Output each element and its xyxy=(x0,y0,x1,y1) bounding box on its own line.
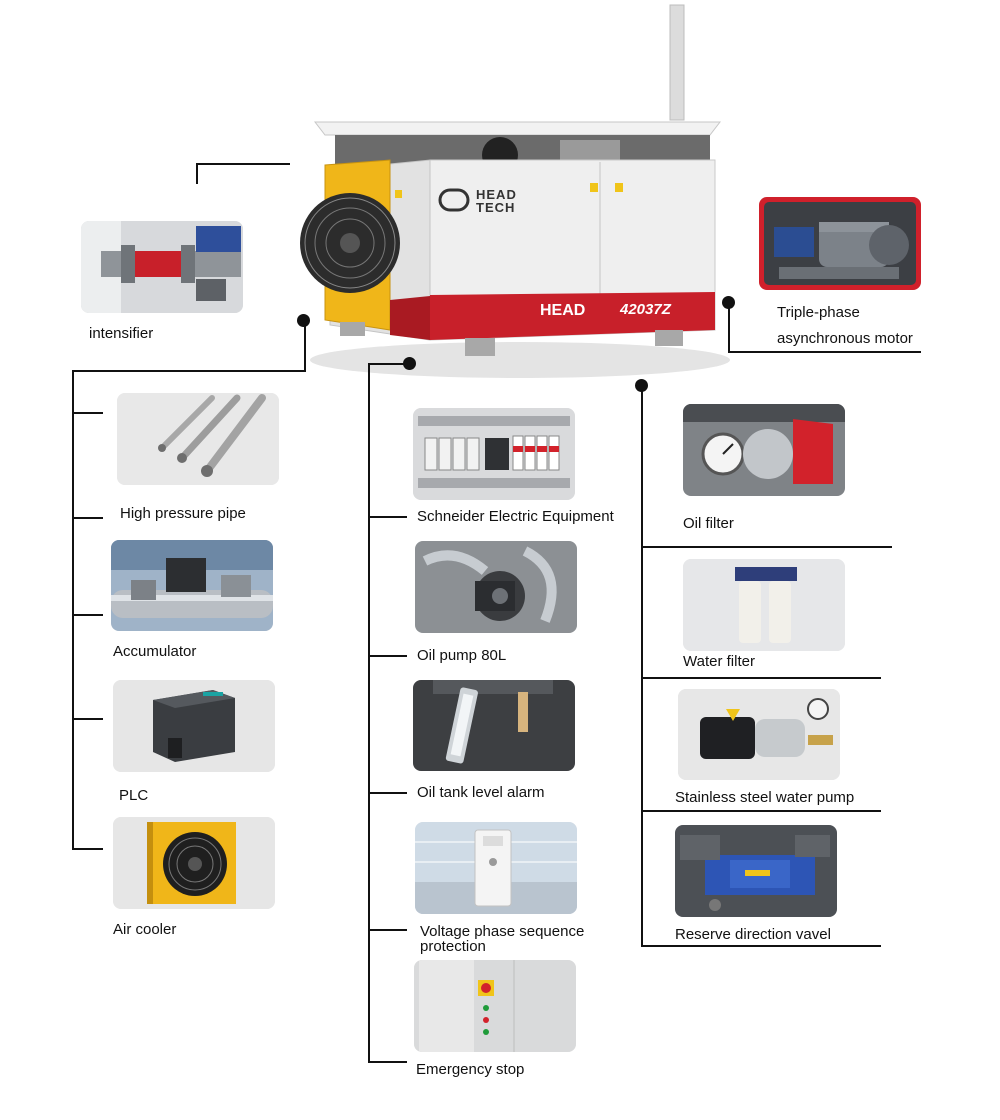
oil-pump-photo xyxy=(415,541,577,633)
accumulator-label: Accumulator xyxy=(113,643,197,660)
water-pump-photo xyxy=(678,689,840,780)
motor-label-line1: Triple-phase xyxy=(777,304,860,321)
plc-label: PLC xyxy=(119,787,149,804)
high-pressure-pipe-label: High pressure pipe xyxy=(120,505,246,522)
waterjet-pump-machine: HEAD TECH HEAD 42037Z xyxy=(290,0,740,380)
emergency-stop-label: Emergency stop xyxy=(416,1061,525,1078)
voltage-protection-photo xyxy=(415,822,577,914)
machine-brand-line1: HEAD xyxy=(476,187,517,202)
schneider-label: Schneider Electric Equipment xyxy=(417,508,614,525)
air-cooler-label: Air cooler xyxy=(113,921,177,938)
oil-tank-alarm-photo xyxy=(413,680,575,771)
intensifier-connector-dot xyxy=(297,314,310,327)
machine-panel-right: 42037Z xyxy=(620,301,671,318)
water-pump-label: Stainless steel water pump xyxy=(675,789,855,806)
voltage-protection-label-line1: Voltage phase sequence xyxy=(420,923,585,940)
reserve-valve-label: Reserve direction vavel xyxy=(675,926,831,943)
motor-label-line2: asynchronous motor xyxy=(777,330,913,347)
air-cooler-photo xyxy=(113,817,275,909)
voltage-protection-label-line2: protection xyxy=(420,938,486,955)
high-pressure-pipe-photo xyxy=(117,393,279,485)
oil-pump-label: Oil pump 80L xyxy=(417,647,507,664)
accumulator-photo xyxy=(111,540,273,631)
oil-filter-label: Oil filter xyxy=(683,515,734,532)
oil-tank-alarm-label: Oil tank level alarm xyxy=(417,784,545,801)
machine-panel-left: HEAD xyxy=(540,302,586,319)
intensifier-photo xyxy=(81,221,243,313)
machine-illustration xyxy=(300,4,730,378)
emergency-stop-photo xyxy=(414,960,576,1052)
water-filter-label: Water filter xyxy=(683,653,755,670)
intensifier-label: intensifier xyxy=(89,325,154,342)
plc-photo xyxy=(113,680,275,772)
oil-filter-photo xyxy=(683,404,845,496)
machine-brand-line2: TECH xyxy=(476,200,516,215)
schneider-photo xyxy=(413,408,575,500)
water-filter-photo xyxy=(683,559,845,651)
motor-photo xyxy=(759,197,921,290)
reserve-valve-photo xyxy=(675,825,837,917)
